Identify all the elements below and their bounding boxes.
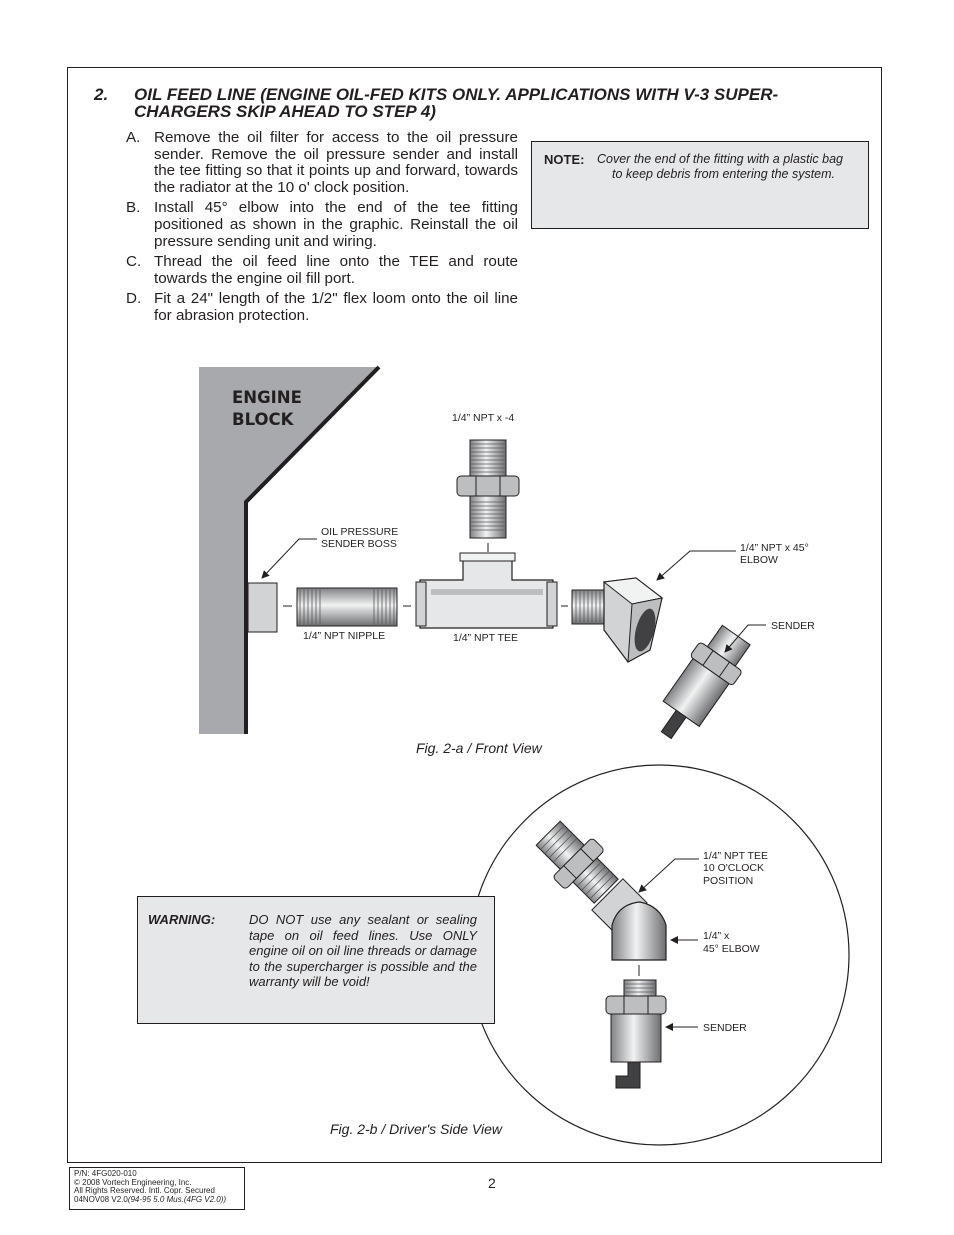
- page-border: [67, 67, 882, 1163]
- elbow-nipple: [571, 589, 609, 625]
- step-letter: B.: [126, 199, 141, 217]
- figure-caption-front: Fig. 2-a / Front View: [416, 740, 542, 756]
- 45-degree-elbow: [602, 577, 664, 663]
- warning-box: WARNING: DO NOT use any sealant or seali…: [137, 896, 495, 1024]
- rights: All Rights Reserved. Intl. Copr. Secured: [74, 1186, 215, 1195]
- label-side-tee-line3: POSITION: [703, 875, 753, 887]
- revision-model: (94-95 5.0 Mus.(4FG V2.0)): [127, 1194, 227, 1204]
- page-number: 2: [488, 1175, 496, 1191]
- label-sender-boss-line2: SENDER BOSS: [321, 538, 397, 550]
- step-text: Thread the oil feed line onto the TEE an…: [154, 253, 518, 287]
- leader-sender-boss: [261, 538, 317, 579]
- label-elbow-line2: ELBOW: [740, 554, 778, 566]
- step-b: B. Install 45° elbow into the end of the…: [126, 200, 518, 250]
- npt-tee: [415, 552, 558, 629]
- label-sender: SENDER: [771, 620, 815, 632]
- side-view-tee-fitting: [535, 820, 648, 935]
- step-letter: A.: [126, 129, 141, 146]
- note-text-line1: Cover the end of the fitting with a plas…: [597, 152, 843, 166]
- step-text: Remove the oil filter for access to the …: [154, 129, 518, 196]
- engine-block-label-line2: BLOCK: [232, 410, 295, 429]
- part-number: P/N: 4FG020-010: [74, 1169, 137, 1178]
- warning-text: DO NOT use any sealant or sealing tape o…: [249, 912, 477, 989]
- label-side-sender: SENDER: [703, 1022, 747, 1034]
- npt-nipple: [296, 587, 398, 627]
- copyright: © 2008 Vortech Engineering, Inc.: [74, 1177, 192, 1187]
- step-text: Install 45° elbow into the end of the te…: [154, 199, 518, 250]
- step-letter: D.: [126, 290, 142, 308]
- revision-date: 04NOV08 V2.0: [74, 1194, 128, 1204]
- label-sender-boss-line1: OIL PRESSURE: [321, 526, 398, 538]
- note-box: NOTE: Cover the end of the fitting with …: [531, 141, 869, 229]
- step-letter: C.: [126, 253, 142, 271]
- side-view-45-elbow: [611, 901, 667, 961]
- label-side-elbow-line2: 45° ELBOW: [703, 943, 760, 955]
- figure-caption-side: Fig. 2-b / Driver's Side View: [330, 1121, 503, 1137]
- engine-block: ENGINE BLOCK: [199, 365, 381, 734]
- note-label: NOTE:: [544, 152, 585, 167]
- label-side-tee-line2: 10 O'CLOCK: [703, 862, 764, 874]
- section-title-line1: OIL FEED LINE (ENGINE OIL-FED KITS ONLY.…: [134, 85, 779, 104]
- section-title-line2: CHARGERS SKIP AHEAD TO STEP 4): [134, 102, 436, 121]
- instruction-steps: A. Remove the oil filter for access to t…: [126, 129, 518, 329]
- engine-block-label-line1: ENGINE: [232, 388, 302, 407]
- warning-label: WARNING:: [148, 912, 216, 927]
- label-tee: 1/4” NPT TEE: [453, 632, 518, 644]
- step-d: D. Fit a 24" length of the 1/2" flex loo…: [126, 291, 518, 324]
- label-elbow-line1: 1/4” NPT x 45°: [740, 542, 809, 554]
- side-view-sender: [605, 979, 667, 1089]
- section-number: 2.: [94, 85, 109, 104]
- leader-sender: [724, 624, 766, 653]
- sender-boss: [247, 582, 278, 633]
- step-a: A. Remove the oil filter for access to t…: [126, 129, 518, 196]
- revision: 04NOV08 V2.0(94-95 5.0 Mus.(4FG V2.0)): [74, 1194, 240, 1205]
- note-text-line2: to keep debris from entering the system.: [612, 167, 836, 181]
- leader-side-tee: [638, 858, 699, 893]
- leader-elbow: [656, 550, 736, 581]
- step-text: Fit a 24" length of the 1/2" flex loom o…: [154, 290, 518, 324]
- label-nipple: 1/4” NPT NIPPLE: [303, 630, 385, 642]
- footer-info-box: P/N: 4FG020-010 © 2008 Vortech Engineeri…: [69, 1167, 245, 1210]
- label-side-tee-line1: 1/4” NPT TEE: [703, 850, 768, 862]
- label-npt-x-4: 1/4” NPT x -4: [452, 412, 514, 424]
- label-side-elbow-line1: 1/4” x: [703, 930, 730, 942]
- oil-pressure-sender: [660, 624, 751, 740]
- npt-x-4-fitting: [456, 439, 520, 539]
- step-c: C. Thread the oil feed line onto the TEE…: [126, 253, 518, 287]
